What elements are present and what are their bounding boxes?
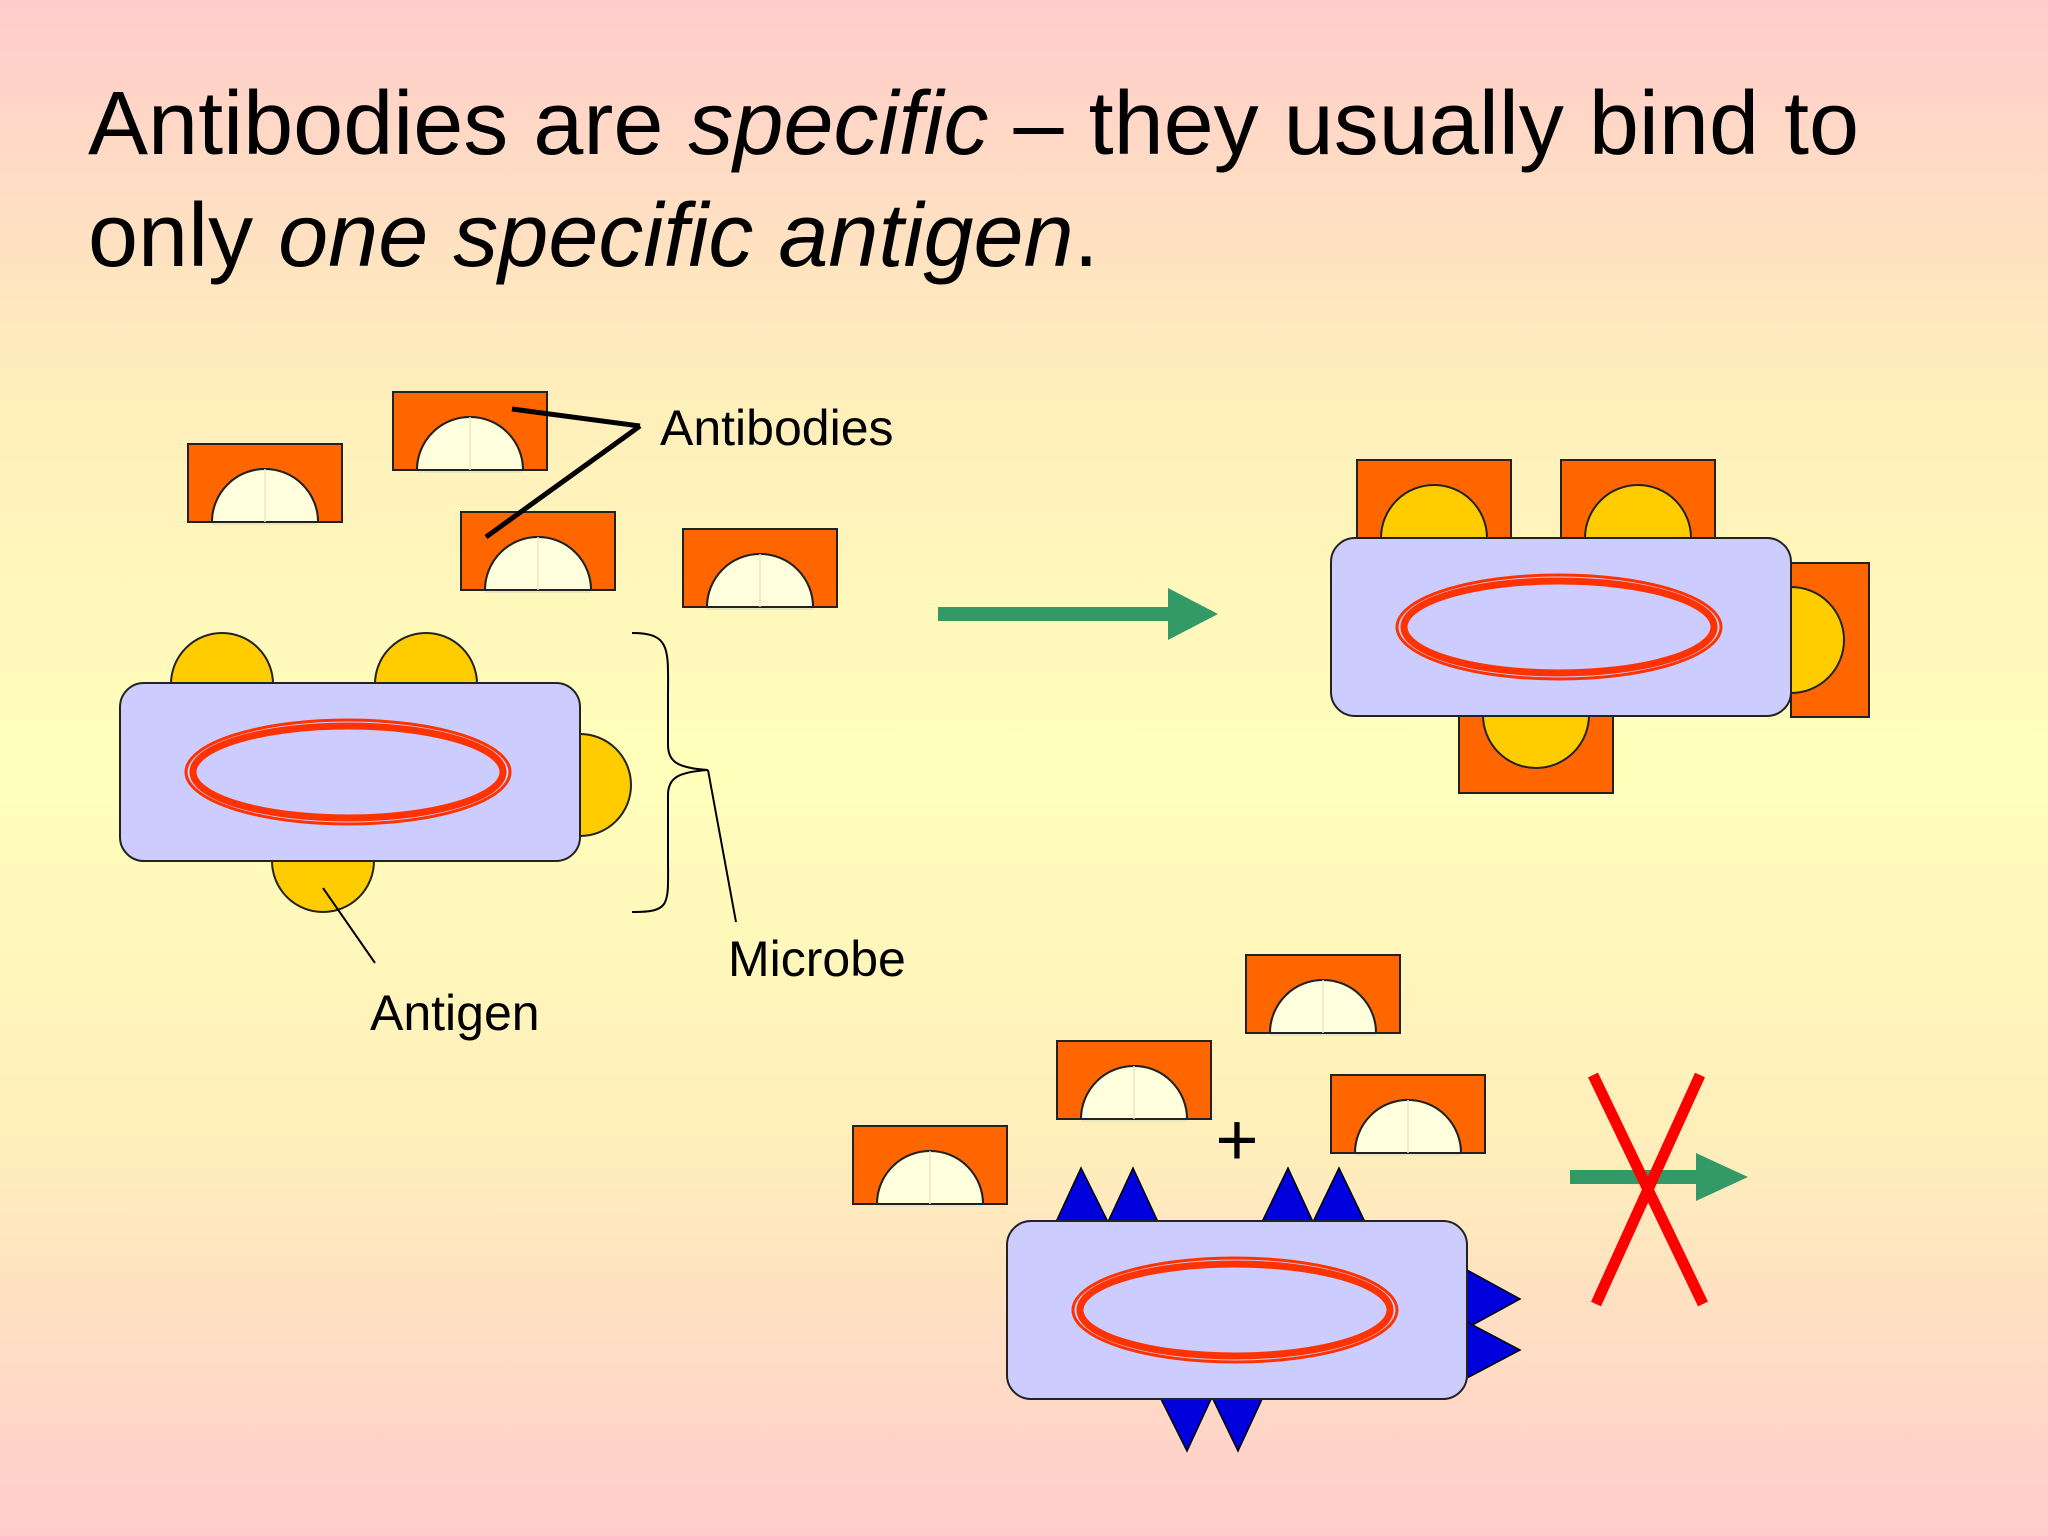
antibody bbox=[1245, 954, 1401, 1036]
bound-antibody bbox=[1356, 459, 1512, 539]
bound-antibody bbox=[1790, 562, 1870, 718]
binding-arrow bbox=[938, 588, 1218, 640]
microbe bbox=[120, 683, 580, 861]
microbe-with-antigens bbox=[120, 632, 632, 913]
antibody bbox=[460, 511, 616, 593]
title-part-3: . bbox=[1073, 186, 1099, 286]
microbe bbox=[1331, 538, 1791, 716]
mismatched-antigen bbox=[1106, 1166, 1160, 1223]
antibodies-label: Antibodies bbox=[660, 400, 894, 456]
title-emphasis-specific: specific bbox=[688, 74, 989, 174]
antibodies-leader-line bbox=[511, 406, 641, 429]
mismatched-antigen bbox=[1210, 1396, 1265, 1453]
antibodies-leader-line bbox=[484, 423, 642, 540]
antigen-label: Antigen bbox=[370, 985, 540, 1041]
bound-antibody bbox=[1458, 714, 1614, 794]
antibody bbox=[682, 528, 838, 610]
antibody bbox=[852, 1125, 1008, 1207]
mismatched-antigen bbox=[1260, 1166, 1315, 1223]
no-binding-arrow bbox=[1570, 1153, 1748, 1201]
antibody bbox=[392, 391, 548, 473]
bound-antibody bbox=[1560, 459, 1716, 539]
mismatched-antigen bbox=[1466, 1320, 1522, 1380]
mismatched-antigen bbox=[1158, 1396, 1214, 1453]
microbe-with-bound-antibodies bbox=[1331, 459, 1870, 794]
microbe bbox=[1007, 1221, 1467, 1399]
microbe-leader-line bbox=[707, 769, 737, 923]
antibody bbox=[187, 443, 343, 525]
microbe-label: Microbe bbox=[728, 931, 906, 987]
slide-title: Antibodies are specific – they usually b… bbox=[88, 68, 1988, 292]
title-part-2: – they usually bind to only bbox=[88, 74, 1860, 286]
microbe-brace bbox=[631, 632, 709, 913]
mismatched-antigen bbox=[1054, 1166, 1110, 1223]
antibody bbox=[1330, 1074, 1486, 1156]
plus-sign: + bbox=[1215, 1098, 1258, 1181]
title-part-1: Antibodies are bbox=[88, 74, 689, 174]
microbe-with-mismatched-antigens bbox=[1007, 1166, 1522, 1453]
mismatched-antigen bbox=[1466, 1268, 1522, 1330]
cross-mark bbox=[1588, 1072, 1708, 1307]
antigen-leader-line bbox=[322, 887, 376, 964]
title-emphasis-one-specific-antigen: one specific antigen bbox=[278, 186, 1074, 286]
mismatched-antigen bbox=[1311, 1166, 1367, 1223]
antibody bbox=[1056, 1040, 1212, 1122]
